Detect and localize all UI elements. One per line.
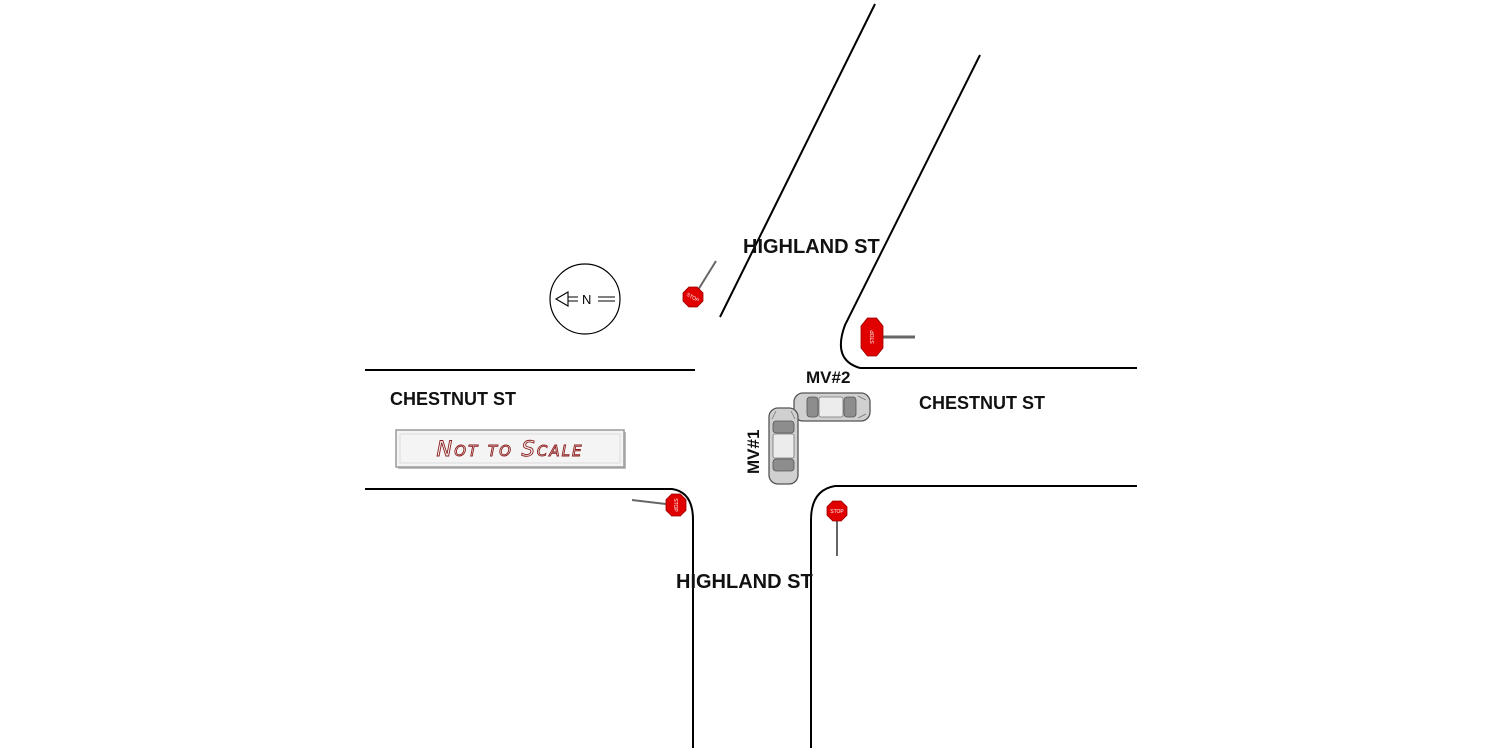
- road-edges: [365, 3, 1137, 748]
- street-label-highland-south: HIGHLAND ST: [676, 571, 813, 593]
- stop-sign-post: [631, 499, 667, 505]
- stop-sign-text: STOP: [870, 330, 876, 344]
- vehicle-mv2-windshield-rear: [806, 396, 819, 418]
- vehicle-mv2-windshield-front: [843, 396, 857, 418]
- vehicle-mv1-windshield-front: [772, 420, 795, 434]
- scale-note-text: Not to Scale: [437, 437, 584, 461]
- vehicle-mv2-hood-line: [857, 413, 867, 419]
- north-arrow-circle: [549, 263, 621, 335]
- north-arrow-icon: [554, 291, 569, 307]
- stop-sign-icon: [826, 500, 848, 522]
- vehicle-mv1-roof: [772, 433, 795, 459]
- stop-sign-icon: [860, 317, 884, 357]
- stop-sign-southeast: STOP: [826, 500, 848, 556]
- stop-sign-southwest: STOP: [631, 493, 687, 517]
- chestnut-east-south-edge: [810, 485, 1137, 748]
- highland-north-east-edge: [840, 54, 981, 369]
- stop-sign-icon: [682, 286, 704, 308]
- vehicle-mv2: [793, 392, 871, 422]
- scale-note: Not to Scale: [395, 429, 626, 469]
- vehicle-mv1: [768, 407, 799, 485]
- vehicle-mv1-hood-line: [790, 410, 796, 420]
- chestnut-west-south-edge: [365, 488, 694, 748]
- stop-sign-icon: [665, 493, 687, 517]
- vehicle-label-mv1: MV#1: [744, 430, 763, 474]
- highland-north-west-edge: [719, 3, 876, 318]
- north-arrow-label: N: [582, 292, 591, 307]
- vehicle-mv2-hood-line: [857, 395, 867, 401]
- vehicle-mv1-windshield-rear: [772, 458, 795, 472]
- scale-note-frame: [395, 429, 625, 468]
- scale-note-inner: [399, 433, 621, 464]
- vehicle-label-mv2: MV#2: [806, 368, 850, 387]
- street-label-chestnut-east: CHESTNUT ST: [919, 393, 1045, 413]
- street-label-chestnut-west: CHESTNUT ST: [390, 389, 516, 409]
- stop-sign-northeast: STOP: [860, 317, 915, 357]
- vehicle-mv2-roof: [818, 396, 844, 418]
- stop-sign-text: STOP: [672, 498, 678, 512]
- north-arrow: N: [549, 263, 621, 335]
- street-label-highland-north: HIGHLAND ST: [743, 236, 880, 258]
- vehicle-mv1-hood-line: [771, 410, 777, 420]
- stop-sign-northwest: STOP: [682, 260, 717, 308]
- stop-sign-text: STOP: [830, 509, 844, 515]
- stop-sign-post: [697, 260, 717, 291]
